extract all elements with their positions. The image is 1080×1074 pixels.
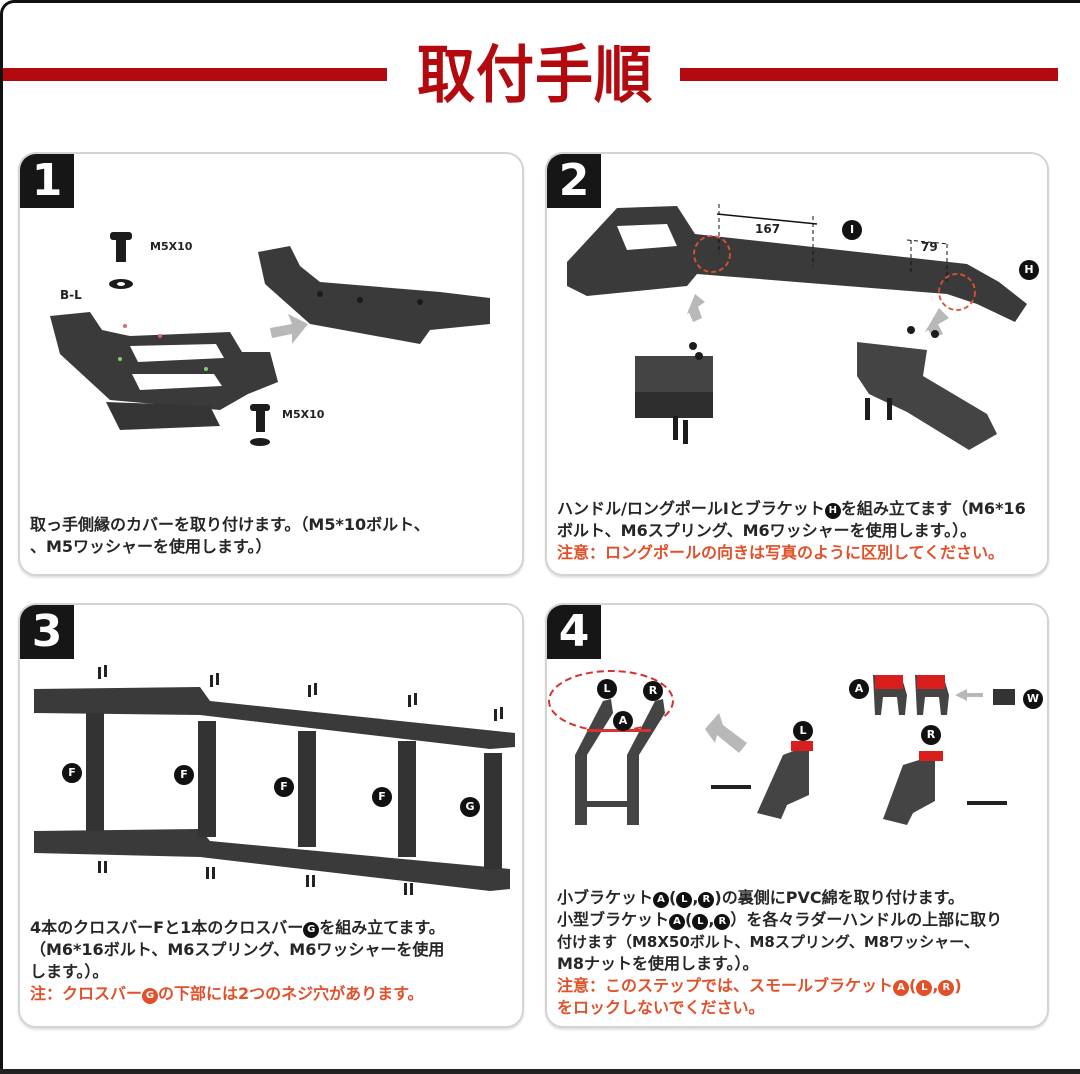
part-callout-r: R bbox=[643, 681, 663, 701]
arrow-icon bbox=[270, 314, 308, 344]
instruction-text: を各々ラダーハンドルの上部に取り bbox=[746, 910, 1003, 929]
part-callout-a: A bbox=[849, 679, 869, 699]
part-callout-f: F bbox=[174, 765, 194, 785]
instruction-text: 小型ブラケット bbox=[557, 910, 670, 929]
step-1-instructions: 取っ手側縁のカバーを取り付けます。（M5*10ボルト、 、M5ワッシャーを使用し… bbox=[30, 514, 512, 558]
callout-l-icon: L bbox=[692, 914, 709, 930]
instruction-line: 、M5ワッシャーを使用します。） bbox=[30, 537, 272, 556]
step-4-illustration bbox=[548, 670, 1015, 825]
warning-line: 注意：ロングポールの向きは写真のように区別してください。 bbox=[557, 543, 1005, 562]
part-callout-l: L bbox=[793, 721, 813, 741]
instruction-line: 取っ手側縁のカバーを取り付けます。（M5*10ボルト、 bbox=[30, 515, 430, 534]
instruction-line: M8ナットを使用します。）。 bbox=[557, 954, 759, 973]
part-callout-i: I bbox=[842, 220, 862, 240]
page-title: 取付手順 bbox=[416, 38, 653, 112]
bolt-size-label: M5X10 bbox=[150, 240, 193, 253]
instruction-line: 付けます（M8X50ボルト、M8スプリング、M8ワッシャー、 bbox=[557, 933, 980, 951]
dimension-label: 79 bbox=[921, 240, 938, 254]
bottom-border bbox=[0, 1069, 1080, 1074]
instruction-line: ボルト、M6スプリング、M6ワッシャーを使用します。）。 bbox=[557, 521, 977, 540]
warning-text: 注意：このステップでは、スモールブラケット bbox=[557, 976, 894, 995]
dimension-label: 167 bbox=[755, 222, 781, 236]
instruction-line: します。）。 bbox=[30, 962, 109, 981]
bolt-icon bbox=[250, 404, 270, 446]
header-rule-left bbox=[3, 68, 387, 81]
step-3-illustration bbox=[34, 665, 515, 895]
warning-line: をロックしないでください。 bbox=[557, 998, 765, 1017]
callout-l-icon: L bbox=[676, 892, 693, 908]
warning-text: 注：クロスバー bbox=[30, 984, 143, 1003]
step-1-panel: 1 M5X10 B-L M5X10 bbox=[18, 152, 524, 576]
part-callout-f: F bbox=[274, 777, 294, 797]
bolt-size-label: M5X10 bbox=[282, 408, 325, 421]
instruction-text: 4本のクロスバーFと1本のクロスバー bbox=[30, 918, 304, 937]
callout-h-icon: H bbox=[824, 503, 841, 519]
callout-a-icon: A bbox=[669, 914, 686, 930]
instruction-line: （M6*16ボルト、M6スプリング、M6ワッシャーを使用 bbox=[30, 940, 445, 959]
part-callout-f: F bbox=[372, 787, 392, 807]
warning-text: の下部には2つのネジ穴があります。 bbox=[158, 984, 424, 1003]
step-2-illustration bbox=[567, 204, 1027, 450]
arrow-icon bbox=[925, 308, 949, 338]
instruction-text: を組み立てます。 bbox=[319, 918, 445, 937]
callout-a-icon: A bbox=[893, 980, 910, 996]
instruction-text: ハンドル/ロングポールIとブラケット bbox=[557, 499, 825, 518]
step-number-badge: 1 bbox=[20, 154, 74, 208]
step-number-badge: 4 bbox=[547, 605, 601, 659]
callout-a-icon: A bbox=[653, 892, 670, 908]
instruction-text: 小ブラケット bbox=[557, 888, 654, 907]
part-callout-w: W bbox=[1023, 689, 1043, 709]
arrow-icon bbox=[705, 713, 747, 753]
part-label: B-L bbox=[60, 288, 82, 302]
part-callout-g: G bbox=[460, 797, 480, 817]
callout-g-icon: G bbox=[142, 988, 159, 1004]
step-number-badge: 2 bbox=[547, 154, 601, 208]
arrow-icon bbox=[687, 294, 705, 322]
step-number-badge: 3 bbox=[20, 605, 74, 659]
callout-l-icon: L bbox=[916, 980, 933, 996]
callout-r-icon: R bbox=[698, 892, 715, 908]
part-callout-h: H bbox=[1019, 260, 1039, 280]
callout-r-icon: R bbox=[714, 914, 731, 930]
header: 取付手順 bbox=[0, 38, 1080, 112]
arrow-icon bbox=[955, 689, 983, 701]
bolt-icon bbox=[109, 232, 133, 289]
part-callout-r: R bbox=[921, 725, 941, 745]
instruction-text: を組み立てます（M6*16 bbox=[840, 499, 1026, 518]
callout-g-icon: G bbox=[303, 922, 320, 938]
part-callout-f: F bbox=[62, 763, 82, 783]
part-callout-a: A bbox=[613, 711, 633, 731]
step-2-panel: 2 167 79 I H ハンドル/ロングポールIとブラケット bbox=[545, 152, 1049, 576]
callout-r-icon: R bbox=[938, 980, 955, 996]
part-callout-l: L bbox=[597, 679, 617, 699]
header-rule-right bbox=[680, 68, 1058, 81]
step-1-illustration bbox=[50, 232, 490, 446]
instruction-text: の裏側にPVC綿を取り付けます。 bbox=[721, 888, 964, 907]
